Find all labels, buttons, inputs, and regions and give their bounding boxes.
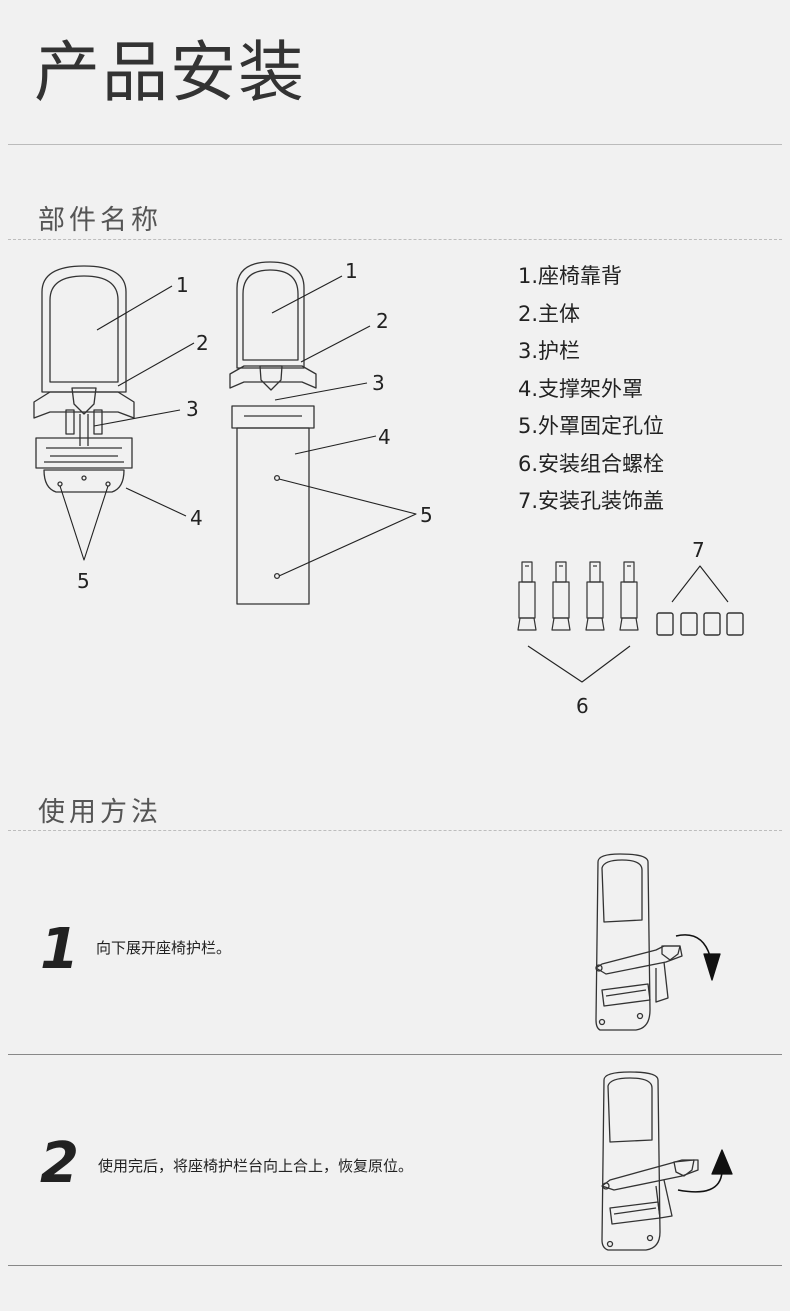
parts-diagram: 1 2 3 4 5 1 2 3 4 5 6 7 — [33, 259, 744, 718]
callout-left-5: 5 — [77, 569, 90, 593]
title-divider — [8, 144, 782, 145]
bolt-2 — [551, 561, 571, 631]
callout-left-1: 1 — [176, 273, 189, 297]
parts-legend: 1.座椅靠背 2.主体 3.护栏 4.支撑架外罩 5.外罩固定孔位 6.安装组合… — [518, 258, 664, 521]
legend-item: 5.外罩固定孔位 — [518, 414, 665, 438]
legend-item: 4.支撑架外罩 — [518, 376, 644, 401]
callout-right-5: 5 — [420, 503, 433, 527]
legend-item: 2.主体 — [518, 301, 581, 326]
legend-item: 7.安装孔装饰盖 — [518, 489, 665, 513]
callout-right-3: 3 — [372, 371, 385, 395]
step-2-illustration — [601, 1071, 733, 1251]
bolt-set — [517, 561, 639, 683]
callout-right-1: 1 — [345, 259, 358, 283]
step-2-text: 使用完后，将座椅护栏台向上合上，恢复原位。 — [98, 1157, 414, 1175]
step-1-illustration — [595, 853, 721, 1031]
callout-left-4: 4 — [190, 506, 203, 530]
page-title: 产品安装 — [34, 34, 306, 111]
usage-section-divider — [8, 830, 782, 831]
bolt-4 — [619, 561, 639, 631]
callout-right-2: 2 — [376, 309, 389, 333]
parts-section-divider — [8, 239, 782, 240]
callouts-right — [271, 275, 417, 577]
parts-section-heading: 部件名称 — [38, 205, 162, 236]
callout-left-3: 3 — [186, 397, 199, 421]
step-1-text: 向下展开座椅护栏。 — [96, 939, 232, 957]
callout-right-4: 4 — [378, 425, 391, 449]
step-1-divider — [8, 1054, 782, 1055]
seat-diagram-left — [33, 265, 135, 493]
cap-set — [656, 565, 744, 636]
seat-diagram-right — [229, 261, 317, 605]
callout-bolts-6: 6 — [576, 694, 589, 718]
callouts-left — [59, 285, 195, 561]
step-2-divider — [8, 1265, 782, 1266]
legend-item: 1.座椅靠背 — [518, 264, 623, 288]
usage-section-heading: 使用方法 — [38, 797, 162, 828]
bolt-3 — [585, 561, 605, 631]
step-1-number: 1 — [40, 917, 79, 982]
bolt-1 — [517, 561, 537, 631]
callout-caps-7: 7 — [692, 538, 705, 562]
legend-item: 3.护栏 — [518, 339, 581, 363]
step-2-number: 2 — [40, 1131, 79, 1196]
legend-item: 6.安装组合螺栓 — [518, 451, 665, 476]
callout-left-2: 2 — [196, 331, 209, 355]
